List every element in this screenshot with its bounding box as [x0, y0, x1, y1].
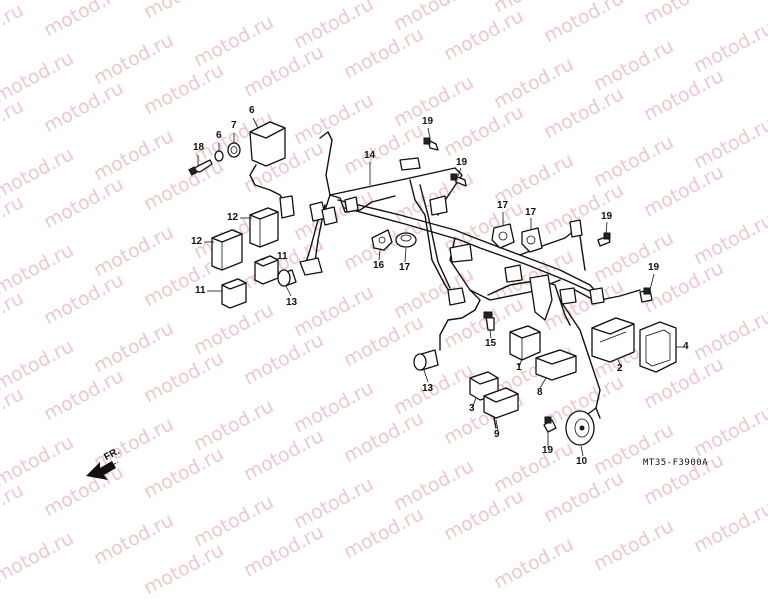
- callout-19-d: 19: [648, 262, 660, 273]
- part-19-bolt-a: [423, 137, 439, 151]
- part-2-control-unit: [591, 317, 635, 363]
- callout-1: 1: [516, 362, 522, 373]
- callout-6-washer: 6: [216, 130, 222, 141]
- callout-2: 2: [617, 363, 623, 374]
- callout-6-relay: 6: [249, 105, 255, 116]
- part-10-horn: [559, 299, 601, 446]
- callout-12-a: 12: [227, 212, 239, 223]
- part-13-mount-a: [277, 269, 297, 287]
- wiring-harness-drawing: [86, 117, 686, 480]
- part-18-bolt: [188, 159, 213, 176]
- callout-17-c: 17: [525, 207, 537, 218]
- callout-19-c: 19: [601, 211, 613, 222]
- callout-17-b: 17: [497, 200, 509, 211]
- callout-8: 8: [537, 387, 543, 398]
- callout-16: 16: [373, 260, 385, 271]
- callout-11-a: 11: [277, 251, 288, 262]
- part-1-relay: [509, 325, 541, 361]
- part-4-cover: [639, 321, 677, 373]
- callout-15: 15: [485, 338, 497, 349]
- part-19-bolt-b: [450, 173, 467, 187]
- part-6-relay: [249, 121, 295, 219]
- callout-3: 3: [469, 403, 475, 414]
- front-direction-arrow: [86, 461, 119, 480]
- part-7-grommet: [227, 142, 241, 158]
- part-17-clamp-c: [521, 227, 543, 253]
- part-13-mount-b: [413, 349, 439, 371]
- part-6-washer: [214, 150, 224, 162]
- part-9-relay: [483, 387, 519, 429]
- callout-19-b: 19: [456, 157, 468, 168]
- callout-10: 10: [576, 456, 588, 467]
- callout-18: 18: [193, 142, 205, 153]
- callout-13-a: 13: [286, 297, 298, 308]
- callout-19-e: 19: [542, 445, 554, 456]
- part-19-bolt-e: [543, 416, 557, 433]
- part-17-clamp-a: [395, 232, 417, 248]
- part-11-connector-b: [221, 278, 247, 309]
- part-12-connector-b: [211, 229, 243, 271]
- part-12-connector-a: [249, 207, 279, 248]
- part-16-clamp: [371, 229, 393, 251]
- part-19-bolt-d: [639, 287, 653, 303]
- part-15-bolt: [483, 311, 495, 331]
- callout-19-a: 19: [422, 116, 434, 127]
- callout-13-b: 13: [422, 383, 434, 394]
- callout-11-b: 11: [195, 285, 206, 296]
- diagram-code: MT35-F3900A: [643, 458, 709, 468]
- part-8-module: [535, 349, 577, 381]
- callout-14: 14: [364, 150, 376, 161]
- main-harness-frame: [299, 131, 641, 351]
- callout-7: 7: [231, 120, 237, 131]
- leader-lines: [197, 117, 686, 457]
- part-19-bolt-c: [597, 232, 611, 247]
- callout-9: 9: [494, 429, 500, 440]
- callout-4: 4: [683, 341, 689, 352]
- part-11-connector-a: [254, 255, 279, 285]
- callout-12-b: 12: [191, 236, 203, 247]
- part-17-clamp-b: [491, 223, 515, 249]
- callout-17-a: 17: [399, 262, 411, 273]
